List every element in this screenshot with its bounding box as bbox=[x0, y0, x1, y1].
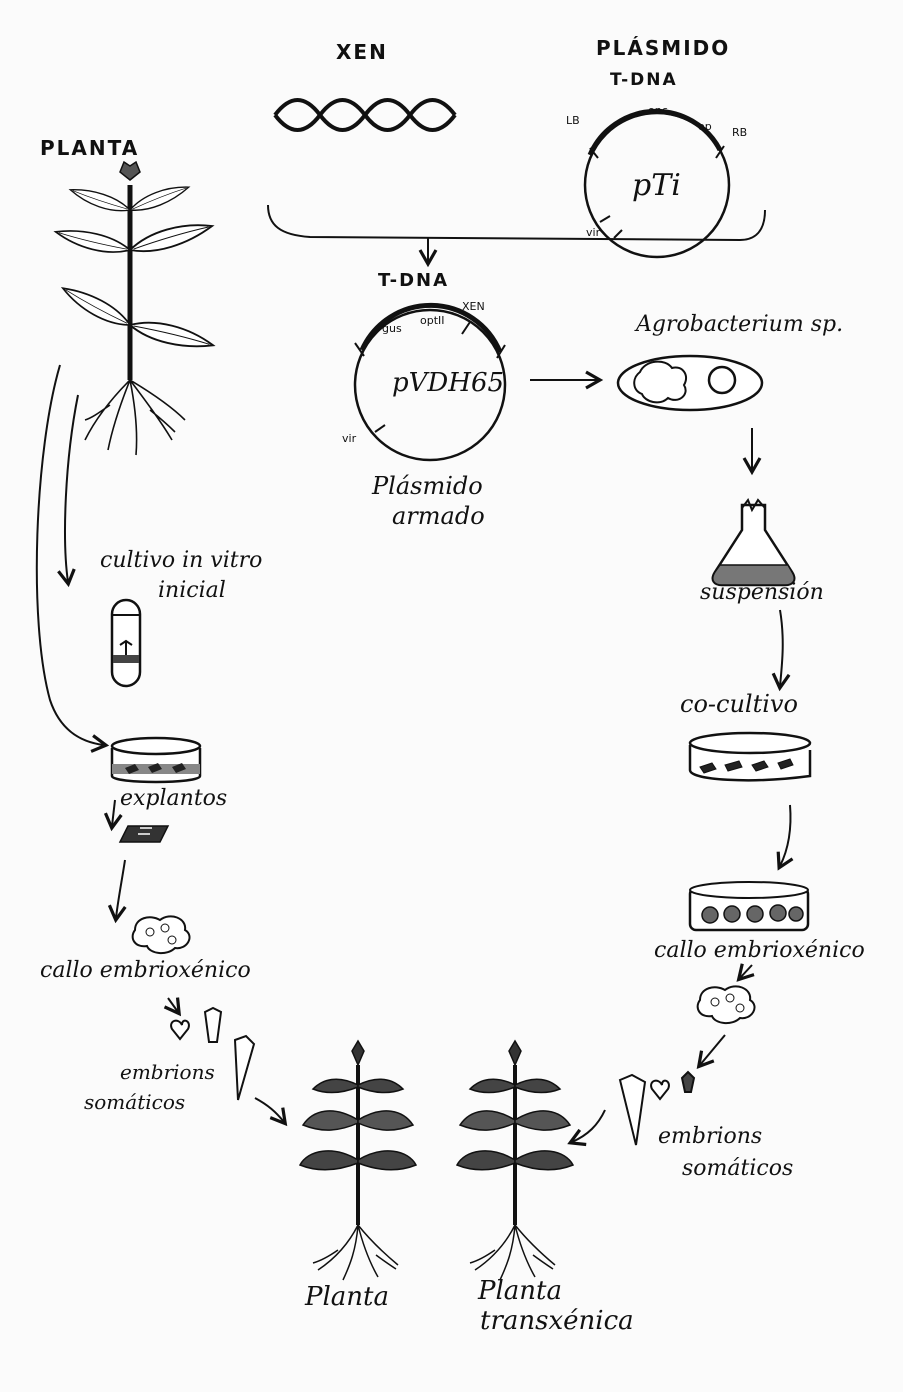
arrow-to-transgenic-plant bbox=[572, 1110, 605, 1142]
planta-title: PLANTA bbox=[40, 136, 139, 160]
arrow-callus-to-embryos-right bbox=[700, 1035, 725, 1065]
arrow-callo-to-callus-right bbox=[740, 965, 752, 978]
planta-trans-label-1: Planta bbox=[478, 1276, 562, 1306]
source-plant-icon bbox=[54, 162, 215, 455]
cocultivo-petri-dish bbox=[690, 733, 810, 780]
op-label: op bbox=[698, 120, 712, 133]
somatic-embryos-left-icon bbox=[171, 1008, 254, 1100]
explantos-label: explantos bbox=[120, 786, 227, 811]
planta-trans-label-2: transxénica bbox=[480, 1306, 634, 1336]
xen-title: XEN bbox=[336, 40, 388, 64]
cocultivo-label: co-cultivo bbox=[680, 690, 798, 718]
arrow-to-cocultivo bbox=[780, 610, 783, 686]
arrow-to-callo-right bbox=[780, 805, 791, 866]
embrions-right-label-1: embrions bbox=[658, 1124, 762, 1149]
embrions-right-label-2: somáticos bbox=[682, 1156, 793, 1181]
gus-label: gus bbox=[382, 322, 402, 335]
plasmido-armado-label-2: armado bbox=[392, 502, 485, 530]
arrow-plant-to-explant bbox=[37, 365, 104, 745]
arrow-callus-to-embryos-left bbox=[168, 998, 178, 1012]
arrow-explant-small bbox=[112, 800, 115, 826]
planta-bottom-label: Planta bbox=[305, 1282, 389, 1312]
vir-mid-label: vir bbox=[342, 432, 356, 445]
explant-petri-dish bbox=[112, 738, 200, 782]
arrow-plant-to-invitro bbox=[65, 395, 78, 582]
test-tube-icon bbox=[112, 600, 140, 686]
optii-label: optII bbox=[420, 314, 445, 327]
callo-right-label: callo embrioxénico bbox=[654, 938, 865, 963]
embrions-left-label-1: embrions bbox=[120, 1060, 215, 1084]
callus-right-icon bbox=[698, 986, 755, 1023]
onc-label: onc bbox=[648, 104, 668, 117]
suspension-label: suspensión bbox=[700, 580, 824, 605]
pvdh65-label: pVDH65 bbox=[392, 368, 504, 398]
dna-helix bbox=[275, 100, 455, 130]
lb-top-label: LB bbox=[566, 114, 580, 127]
arrow-to-plant-bottom bbox=[255, 1098, 284, 1122]
vir-top-label: vir bbox=[586, 226, 600, 239]
agrobacterium-cell bbox=[618, 356, 762, 410]
callus-left-icon bbox=[133, 916, 190, 953]
transgenic-plant-icon bbox=[457, 1041, 573, 1280]
arrow-to-callus-left bbox=[116, 860, 125, 918]
regenerated-plant-icon bbox=[300, 1041, 416, 1280]
callus-petri-dish-right bbox=[690, 882, 808, 930]
tdna-top-label: T-DNA bbox=[610, 70, 678, 90]
flask-icon bbox=[713, 500, 794, 585]
cultivo-label-1: cultivo in vitro bbox=[100, 548, 262, 573]
embrions-left-label-2: somáticos bbox=[84, 1090, 185, 1114]
plasmido-armado-label-1: Plásmido bbox=[372, 472, 483, 500]
xen-small-label: XEN bbox=[462, 300, 485, 313]
pti-label: pTi bbox=[632, 168, 681, 203]
explant-leaf-piece-icon bbox=[120, 826, 168, 842]
rb-top-label: RB bbox=[732, 126, 747, 139]
combine-bracket bbox=[268, 205, 765, 240]
tdna-mid-label: T-DNA bbox=[378, 270, 449, 291]
cultivo-label-2: inicial bbox=[158, 578, 226, 603]
callo-left-label: callo embrioxénico bbox=[40, 958, 251, 983]
plasmido-title: PLÁSMIDO bbox=[596, 36, 730, 60]
agrobacterium-label: Agrobacterium sp. bbox=[636, 312, 843, 337]
